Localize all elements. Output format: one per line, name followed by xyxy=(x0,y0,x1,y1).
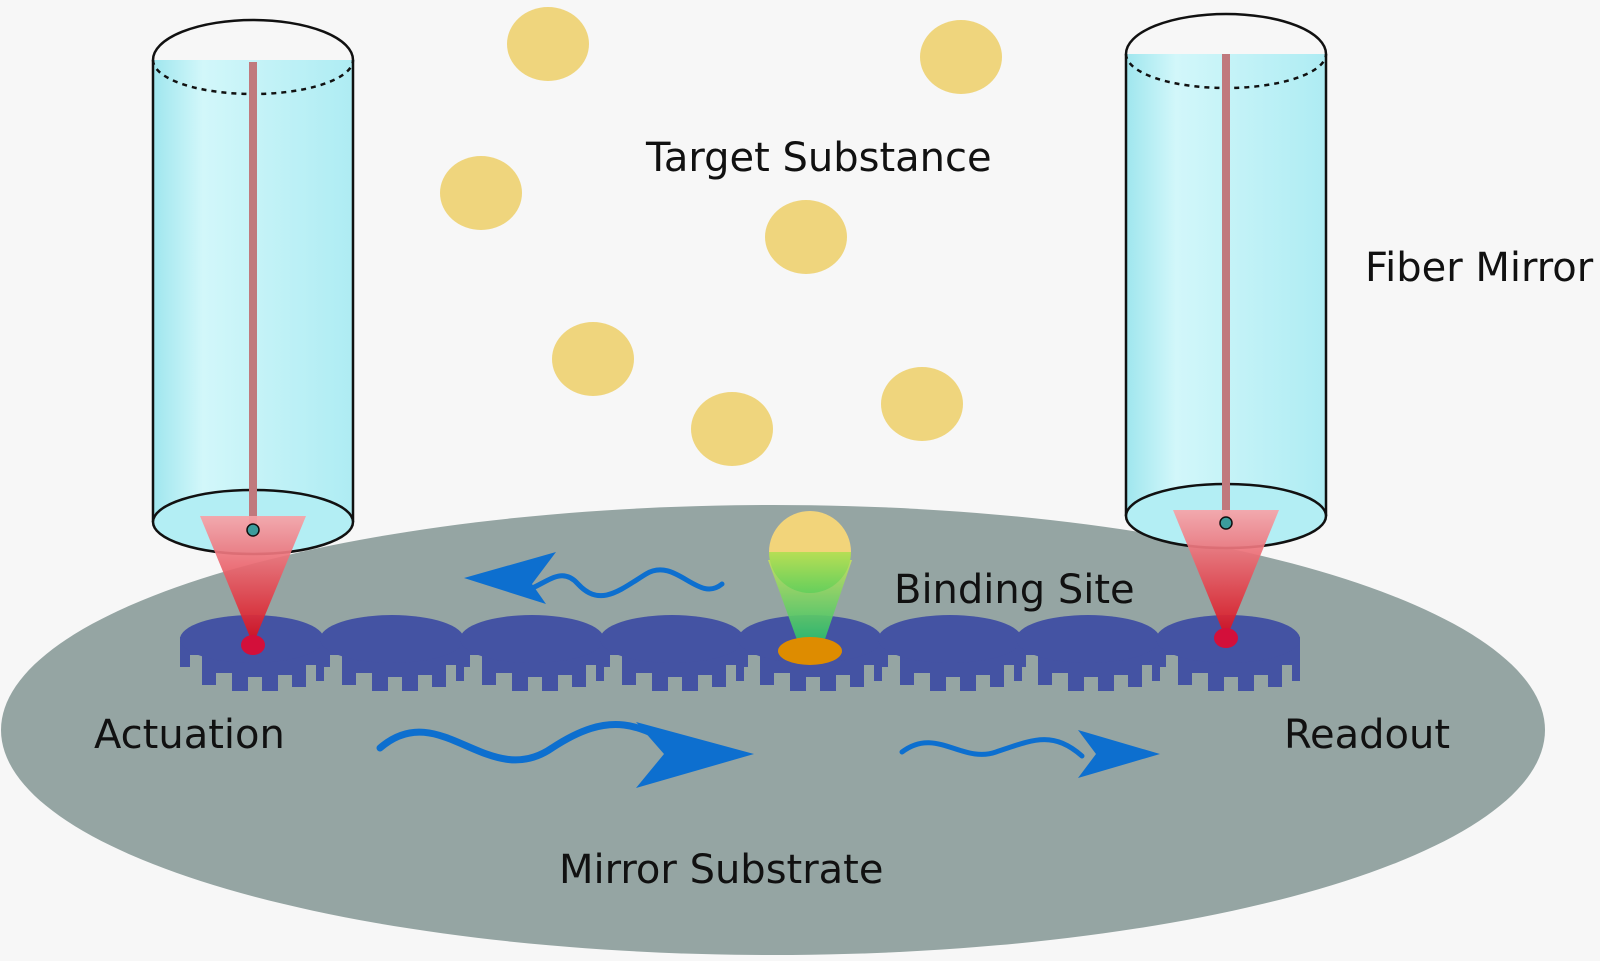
fiber-actuation xyxy=(151,18,355,655)
bound-molecule xyxy=(769,511,851,593)
wave-transmitted-right xyxy=(899,730,1160,778)
binding-site xyxy=(768,511,852,665)
label-binding-site: Binding Site xyxy=(894,567,1135,613)
fiber-readout xyxy=(1124,12,1328,648)
label-mirror-substrate: Mirror Substrate xyxy=(559,847,884,893)
label-readout: Readout xyxy=(1284,712,1451,758)
wave-actuation-right xyxy=(376,721,754,788)
label-actuation: Actuation xyxy=(94,712,285,758)
label-target-substance: Target Substance xyxy=(646,135,992,181)
target-particles xyxy=(440,7,1002,466)
wave-reflected-left xyxy=(464,552,725,604)
label-fiber-mirror: Fiber Mirror xyxy=(1365,245,1594,291)
